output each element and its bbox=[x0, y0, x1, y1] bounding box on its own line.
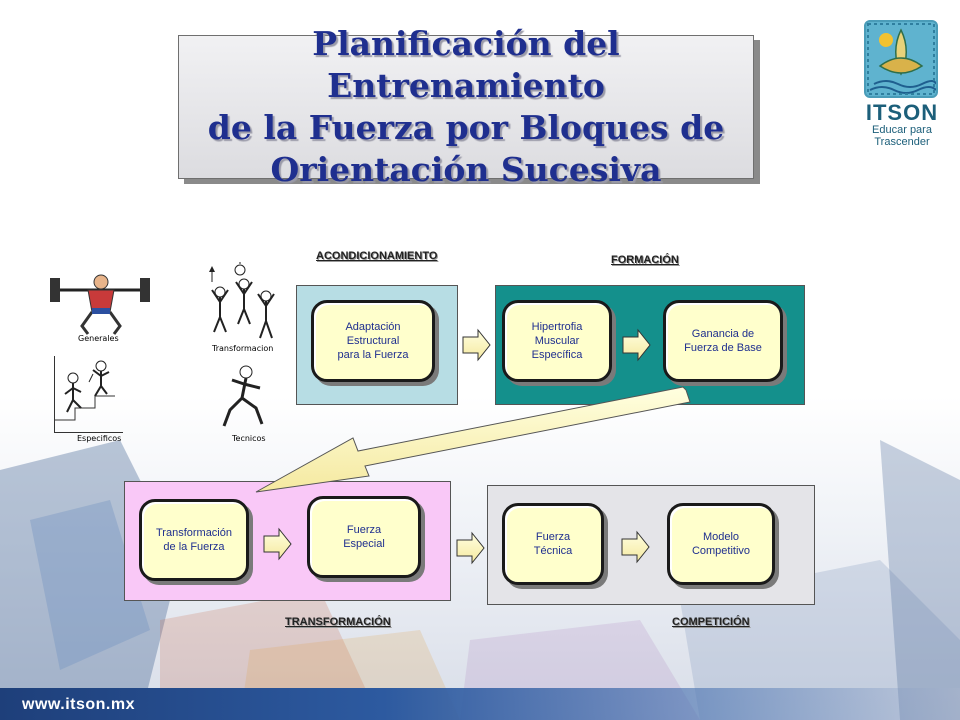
title-box: Planificación del Entrenamiento de la Fu… bbox=[178, 24, 754, 189]
node-modelo: Modelo Competitivo bbox=[667, 503, 775, 585]
node-ganancia-label: Ganancia de Fuerza de Base bbox=[684, 328, 762, 354]
label-transformacion: TRANSFORMACIÓN bbox=[285, 616, 391, 628]
label-acondicionamiento: ACONDICIONAMIENTO bbox=[316, 250, 438, 262]
label-competicion: COMPETICIÓN bbox=[672, 616, 750, 628]
logo-emblem bbox=[864, 20, 938, 98]
label-formacion: FORMACIÓN bbox=[611, 254, 679, 266]
caption-generales: Generales bbox=[78, 334, 119, 343]
itson-logo: ITSON Educar para Trascender bbox=[858, 20, 946, 150]
node-transformacion-label: Transformación de la Fuerza bbox=[155, 527, 232, 553]
node-modelo-label: Modelo Competitivo bbox=[691, 531, 751, 557]
logo-tagline: Educar para Trascender bbox=[872, 124, 932, 148]
node-adaptacion: Adaptación Estructural para la Fuerza bbox=[311, 300, 435, 382]
node-adaptacion-label: Adaptación Estructural para la Fuerza bbox=[337, 321, 409, 361]
arrow-adaptacion-hipertrofia bbox=[462, 328, 491, 362]
node-tecnica: Fuerza Técnica bbox=[502, 503, 604, 585]
footer-bar bbox=[0, 688, 960, 720]
figure-transformacion: Transformacion bbox=[204, 262, 284, 358]
node-ganancia: Ganancia de Fuerza de Base bbox=[663, 300, 783, 382]
figure-especificos: Especificos bbox=[54, 356, 123, 443]
page-title: Planificación del Entrenamiento de la Fu… bbox=[207, 24, 725, 189]
node-especial: Fuerza Especial bbox=[307, 496, 421, 578]
footer-url-link[interactable]: www.itson.mx bbox=[22, 696, 135, 713]
figure-tecnicos: Tecnicos bbox=[210, 364, 280, 446]
arrow-panel-transformacion-competicion bbox=[456, 531, 485, 565]
figure-generales: Generales bbox=[48, 268, 154, 348]
step-training-figure bbox=[55, 360, 115, 421]
caption-tecnicos: Tecnicos bbox=[232, 434, 266, 443]
caption-transformacion: Transformacion bbox=[212, 344, 274, 353]
node-hipertrofia: Hipertrofia Muscular Específica bbox=[502, 300, 612, 382]
node-especial-label: Fuerza Especial bbox=[343, 524, 385, 550]
node-tecnica-label: Fuerza Técnica bbox=[533, 531, 573, 557]
node-transformacion: Transformación de la Fuerza bbox=[139, 499, 249, 581]
weightlifter-figure bbox=[50, 274, 150, 335]
node-hipertrofia-label: Hipertrofia Muscular Específica bbox=[531, 321, 583, 361]
jumping-athletes-figure bbox=[209, 262, 275, 339]
caption-especificos: Especificos bbox=[77, 434, 122, 443]
runner-figure bbox=[222, 365, 264, 427]
logo-name: ITSON bbox=[865, 100, 939, 125]
